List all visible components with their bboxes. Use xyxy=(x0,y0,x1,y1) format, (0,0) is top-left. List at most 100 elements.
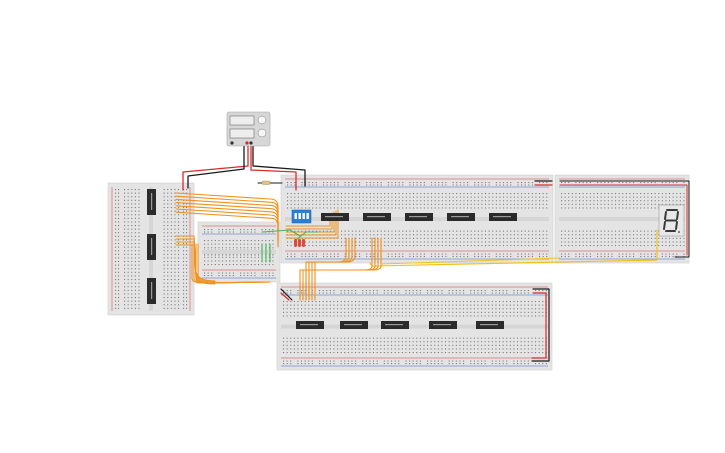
hole xyxy=(398,337,400,339)
hole xyxy=(542,241,544,243)
hole xyxy=(434,308,436,310)
hole xyxy=(268,272,270,274)
hole xyxy=(380,207,382,209)
hole xyxy=(366,241,368,243)
hole xyxy=(640,237,642,239)
hole xyxy=(535,290,537,292)
hole xyxy=(455,360,457,362)
hole xyxy=(326,290,328,292)
hole xyxy=(669,241,671,243)
hole xyxy=(517,292,519,294)
hole xyxy=(658,203,660,205)
hole xyxy=(503,182,505,184)
hole xyxy=(366,203,368,205)
hole xyxy=(355,253,357,255)
hole xyxy=(485,234,487,236)
hole xyxy=(676,200,678,202)
hole xyxy=(348,230,350,232)
hole xyxy=(333,203,335,205)
hole xyxy=(204,260,206,262)
hole xyxy=(351,311,353,313)
hole xyxy=(326,363,328,365)
hole xyxy=(481,301,483,303)
hole xyxy=(474,230,476,232)
hole xyxy=(459,360,461,362)
hole xyxy=(491,337,493,339)
hole xyxy=(535,341,537,343)
hole xyxy=(323,203,325,205)
hole xyxy=(240,231,242,233)
hole xyxy=(643,245,645,247)
hole xyxy=(531,203,533,205)
hole xyxy=(359,182,361,184)
hole xyxy=(174,300,176,302)
hole xyxy=(174,261,176,263)
hole xyxy=(586,253,588,255)
hole xyxy=(344,182,346,184)
hole xyxy=(481,182,483,184)
hole xyxy=(326,253,328,255)
hole xyxy=(286,360,288,362)
hole xyxy=(294,184,296,186)
hole xyxy=(416,360,418,362)
hole xyxy=(118,192,120,194)
hole xyxy=(258,256,260,258)
hole xyxy=(329,304,331,306)
hole xyxy=(183,250,185,252)
hole xyxy=(163,304,165,306)
hole xyxy=(419,363,421,365)
hole xyxy=(333,290,335,292)
hole xyxy=(308,360,310,362)
hole xyxy=(416,341,418,343)
hole xyxy=(118,203,120,205)
hole xyxy=(495,196,497,198)
hole xyxy=(452,315,454,317)
hole xyxy=(391,193,393,195)
hole xyxy=(319,311,321,313)
hole xyxy=(503,207,505,209)
hole xyxy=(506,352,508,354)
hole xyxy=(604,241,606,243)
hole xyxy=(395,237,397,239)
hole xyxy=(387,196,389,198)
hole xyxy=(539,241,541,243)
hole xyxy=(240,264,242,266)
hole xyxy=(347,344,349,346)
hole xyxy=(416,230,418,232)
hole xyxy=(597,253,599,255)
hole xyxy=(337,182,339,184)
hole xyxy=(633,182,635,184)
hole xyxy=(186,250,188,252)
hole xyxy=(539,256,541,258)
hole xyxy=(604,196,606,198)
hole xyxy=(124,232,126,234)
hole xyxy=(301,311,303,313)
hole xyxy=(337,304,339,306)
hole xyxy=(449,230,451,232)
hole xyxy=(445,182,447,184)
hole xyxy=(513,237,515,239)
hole xyxy=(477,196,479,198)
hole xyxy=(283,304,285,306)
hole xyxy=(337,184,339,186)
hole xyxy=(441,193,443,195)
hole xyxy=(391,315,393,317)
hole xyxy=(481,337,483,339)
hole xyxy=(672,241,674,243)
hole xyxy=(600,196,602,198)
hole xyxy=(517,193,519,195)
hole xyxy=(341,196,343,198)
hole xyxy=(337,341,339,343)
hole xyxy=(409,253,411,255)
hole xyxy=(538,352,540,354)
hole xyxy=(118,282,120,284)
hole xyxy=(254,229,256,231)
hole xyxy=(524,308,526,310)
hole xyxy=(134,225,136,227)
hole xyxy=(369,253,371,255)
hole xyxy=(437,304,439,306)
hole xyxy=(377,207,379,209)
hole xyxy=(232,247,234,249)
hole xyxy=(373,234,375,236)
hole xyxy=(330,182,332,184)
